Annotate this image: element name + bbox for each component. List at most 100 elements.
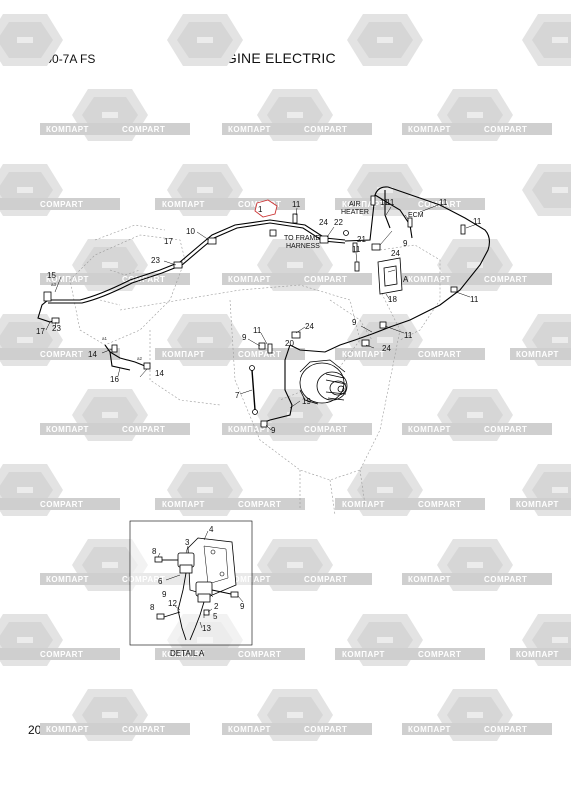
watermark-text: COMPART	[40, 500, 83, 509]
watermark-text: КОМПАРТ	[162, 500, 205, 509]
callouts: 1 11 24 22 21 11 11 11 9 24 18 11 11 10 …	[36, 198, 482, 435]
watermark-text: COMPART	[122, 725, 165, 734]
watermark-text: КОМПАРТ	[408, 125, 451, 134]
callout: 18	[388, 295, 397, 304]
callout: 7	[235, 391, 240, 400]
detail-caption: DETAIL A	[170, 649, 205, 658]
watermark-text: COMPART	[238, 350, 281, 359]
detail-marker: A	[403, 275, 409, 284]
callout: 24	[319, 218, 328, 227]
watermark-text: КОМПАРТ	[408, 425, 451, 434]
callout: 11	[253, 326, 262, 335]
watermark-text: КОМПАРТ	[46, 575, 89, 584]
callout: 21	[357, 235, 366, 244]
watermark-text: КОМПАРТ	[162, 200, 205, 209]
callout: 4	[209, 525, 214, 534]
watermark-text: COMPART	[484, 125, 527, 134]
callout: 10	[186, 227, 195, 236]
svg-text:a3: a3	[51, 282, 57, 287]
callout: 9	[240, 602, 245, 611]
callout: 19	[302, 397, 311, 406]
to-frame-label: TO FRAME	[284, 235, 320, 242]
watermark-text: COMPART	[238, 650, 281, 659]
watermark-text: COMPART	[40, 350, 83, 359]
watermark-text: COMPART	[484, 725, 527, 734]
callout: 23	[52, 324, 61, 333]
callout: 3	[185, 538, 190, 547]
callout: 11	[386, 198, 395, 207]
callout: 5	[213, 612, 218, 621]
svg-text:a2: a2	[137, 356, 143, 361]
callout: 11	[352, 245, 361, 254]
callout: 15	[47, 271, 56, 280]
watermark-text: COMPART	[304, 725, 347, 734]
callout: 1	[258, 205, 263, 214]
ground-strap	[249, 365, 258, 415]
watermark-text: КОМПАРТ	[46, 125, 89, 134]
watermark-text: COMPART	[40, 650, 83, 659]
watermark-text: COMPART	[304, 275, 347, 284]
ecm-label: ECM	[408, 212, 424, 219]
callout: 24	[391, 249, 400, 258]
callout: 2	[214, 602, 219, 611]
callout: 6	[158, 577, 163, 586]
watermark-text: COMPART	[418, 350, 461, 359]
watermark-text: КОМПАРТ	[408, 575, 451, 584]
callout: 11	[292, 200, 301, 209]
watermark-text: КОМПАРТ	[228, 725, 271, 734]
callout: 16	[110, 375, 119, 384]
watermark-text: COMPART	[122, 125, 165, 134]
leader-lines	[45, 204, 478, 431]
harness-label: HARNESS	[286, 243, 320, 250]
callout: 13	[202, 624, 211, 633]
air-heater-label: HEATER	[341, 209, 369, 216]
wiring-harness	[37, 186, 491, 424]
watermark-text: КОМПАРТ	[516, 500, 559, 509]
detail-a-view: 4 8 3 6 9 8 12 2 5 13 9 DETAIL A	[129, 520, 253, 658]
watermark-text: COMPART	[122, 425, 165, 434]
callout: 20	[285, 339, 294, 348]
callout: 14	[155, 369, 164, 378]
callout: 11	[404, 331, 413, 340]
callout: 22	[334, 218, 343, 227]
diagram-labels: TO FRAME HARNESS AIR HEATER ECM A	[284, 201, 424, 284]
watermark-text: КОМПАРТ	[46, 725, 89, 734]
watermark-text: КОМПАРТ	[408, 725, 451, 734]
callout: 11	[470, 295, 479, 304]
callout: 11	[473, 217, 482, 226]
watermark-text: COMPART	[238, 500, 281, 509]
watermark-text: COMPART	[304, 575, 347, 584]
watermark-text: COMPART	[304, 125, 347, 134]
watermark-text: COMPART	[484, 275, 527, 284]
watermark-text: КОМПАРТ	[228, 125, 271, 134]
watermark-text: COMPART	[418, 500, 461, 509]
callout: 9	[242, 333, 247, 342]
callout: 11	[439, 198, 448, 207]
callout: 17	[36, 327, 45, 336]
callout: 9	[271, 426, 276, 435]
watermark-text: КОМПАРТ	[516, 650, 559, 659]
watermark-text: КОМПАРТ	[408, 275, 451, 284]
callout: 12	[168, 599, 177, 608]
callout: 14	[88, 350, 97, 359]
watermark-text: COMPART	[484, 575, 527, 584]
watermark-text: КОМПАРТ	[162, 650, 205, 659]
callout: 24	[305, 322, 314, 331]
watermark-text: КОМПАРТ	[228, 275, 271, 284]
watermark-text: КОМПАРТ	[46, 425, 89, 434]
callout: 9	[162, 590, 167, 599]
air-heater-label: AIR	[349, 201, 361, 208]
watermark-text: КОМПАРТ	[46, 275, 89, 284]
watermark-text: COMPART	[40, 200, 83, 209]
watermark-text: КОМПАРТ	[516, 350, 559, 359]
svg-text:a1: a1	[102, 336, 108, 341]
callout: 8	[150, 603, 155, 612]
callout: 17	[164, 237, 173, 246]
watermark-text: КОМПАРТ	[162, 350, 205, 359]
callout: 23	[151, 256, 160, 265]
watermark-text: КОМПАРТ	[342, 200, 385, 209]
page-title: ENGINE ELECTRIC	[206, 50, 336, 66]
watermark-text: КОМПАРТ	[228, 425, 271, 434]
alternator	[299, 359, 348, 405]
